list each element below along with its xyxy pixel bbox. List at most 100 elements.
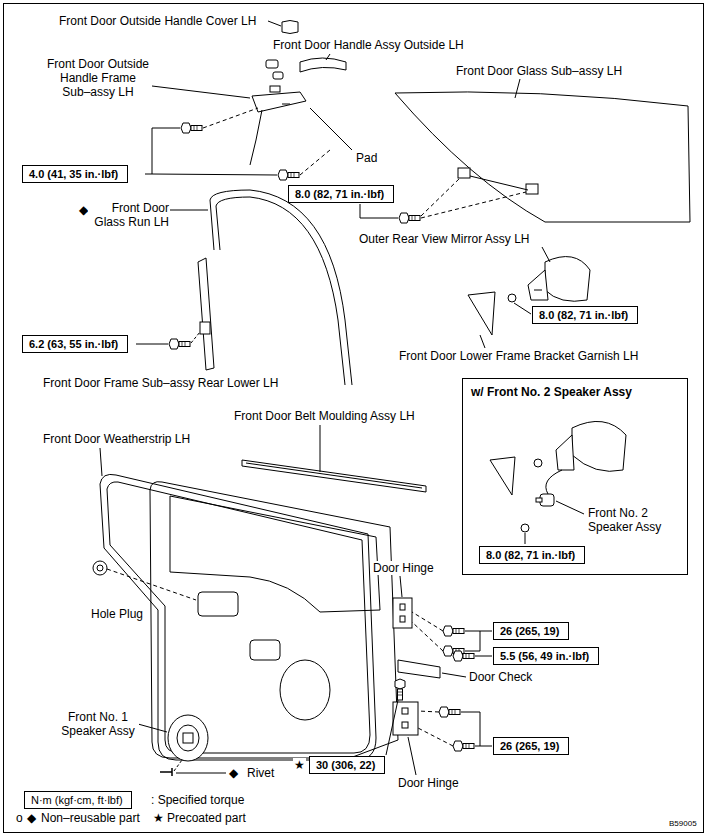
leader-line bbox=[268, 21, 281, 26]
torque-value: 30 (306, 22) bbox=[316, 758, 378, 772]
upper-hinge bbox=[400, 616, 405, 622]
unit-key: N·m (kgf·cm, ft·lbf) bbox=[31, 793, 125, 807]
hole-plug bbox=[93, 561, 107, 575]
mirror bbox=[528, 270, 548, 300]
legend-text: Precoated part bbox=[166, 811, 247, 825]
torque-spec-box: 26 (265, 19) bbox=[493, 737, 569, 755]
inset-garnish bbox=[490, 457, 515, 495]
torque-spec-box: 4.0 (41, 35 in.·lbf) bbox=[22, 165, 128, 183]
mirror bbox=[528, 257, 590, 302]
leader-line bbox=[475, 656, 492, 657]
door-glass bbox=[395, 92, 690, 222]
front-no2-speaker bbox=[546, 470, 562, 494]
outside-handle bbox=[300, 58, 346, 72]
frame-garnish bbox=[468, 292, 495, 335]
door-glass bbox=[395, 92, 690, 222]
leader-line bbox=[310, 108, 352, 150]
upper-hinge bbox=[393, 598, 412, 628]
leader-line bbox=[480, 335, 485, 348]
front-no1-speaker bbox=[183, 733, 193, 743]
leader-line bbox=[326, 54, 330, 60]
handle-frame bbox=[282, 104, 290, 105]
torque-value: 8.0 (82, 71 in.·lbf) bbox=[539, 308, 631, 322]
door-panel bbox=[198, 592, 238, 616]
belt-moulding bbox=[242, 460, 426, 492]
inset-garnish bbox=[490, 457, 515, 495]
lower-hinge bbox=[402, 708, 408, 714]
bolt bbox=[181, 123, 202, 133]
inset-mirror bbox=[556, 435, 574, 470]
nut bbox=[508, 294, 516, 302]
dashed-line bbox=[412, 612, 443, 651]
glass-run bbox=[210, 190, 352, 385]
door-panel bbox=[250, 640, 280, 660]
part-name: Outer Rear View Mirror Assy LH bbox=[358, 232, 531, 246]
torque-spec-box: 6.2 (63, 55 in.·lbf) bbox=[22, 335, 128, 353]
glass-run bbox=[216, 197, 345, 385]
dashed-line bbox=[203, 108, 330, 175]
mirror bbox=[534, 290, 542, 291]
mirror bbox=[545, 257, 590, 302]
inset-heading: w/ Front No. 2 Speaker Assy bbox=[463, 379, 640, 405]
leader-line bbox=[176, 773, 226, 774]
part-name: Door Hinge bbox=[397, 776, 460, 790]
non-reusable-mark: ◆ bbox=[26, 811, 37, 825]
bolt bbox=[169, 339, 190, 349]
frame-rear-lower bbox=[198, 258, 214, 370]
torque-spec-box: 8.0 (82, 71 in.·lbf) bbox=[479, 546, 585, 564]
front-no2-speaker bbox=[536, 498, 542, 502]
precoated-mark: ★ bbox=[293, 758, 306, 772]
dashed-line bbox=[174, 760, 182, 771]
leader-line bbox=[514, 303, 531, 314]
bolt bbox=[453, 741, 474, 751]
parts-illustration bbox=[4, 4, 704, 833]
leader-line bbox=[408, 737, 416, 775]
frame-rear-lower bbox=[198, 258, 214, 370]
handle-frame bbox=[270, 86, 280, 92]
nut bbox=[521, 524, 529, 532]
front-no1-speaker bbox=[168, 715, 208, 761]
part-name: Pad bbox=[355, 151, 378, 165]
part-name: Door Hinge bbox=[372, 561, 435, 575]
leader-line bbox=[360, 204, 398, 218]
torque-value: 8.0 (82, 71 in.·lbf) bbox=[295, 187, 387, 201]
front-no2-speaker bbox=[536, 470, 562, 506]
part-name: Front Door Lower Frame Bracket Garnish L… bbox=[398, 349, 639, 363]
torque-value: 26 (265, 19) bbox=[500, 624, 562, 638]
glass-run bbox=[210, 200, 220, 250]
leader-line bbox=[138, 724, 167, 732]
part-name: Front Door Outside Handle Frame Sub–assy… bbox=[44, 57, 152, 99]
legend-mark: o bbox=[15, 811, 24, 825]
frame-rear-lower bbox=[200, 322, 210, 334]
inset-mirror bbox=[556, 421, 626, 471]
leader-line bbox=[320, 425, 321, 472]
belt-moulding bbox=[246, 463, 422, 488]
upper-hinge bbox=[393, 598, 412, 628]
handle-frame bbox=[250, 110, 262, 165]
handle-frame bbox=[250, 86, 306, 165]
dashed-line bbox=[191, 332, 200, 343]
part-name: Hole Plug bbox=[90, 607, 144, 621]
part-name: Front Door Belt Moulding Assy LH bbox=[233, 409, 416, 423]
leader-line bbox=[386, 700, 398, 755]
dashed-line bbox=[421, 178, 526, 218]
handle-cover bbox=[282, 21, 298, 34]
handle-frame bbox=[252, 92, 306, 112]
leader-line bbox=[100, 448, 102, 476]
leader-line bbox=[170, 210, 208, 211]
bolt bbox=[439, 707, 460, 717]
nut bbox=[534, 459, 542, 467]
torque-value: 6.2 (63, 55 in.·lbf) bbox=[29, 337, 121, 351]
bolt bbox=[443, 626, 464, 636]
leader-line bbox=[400, 576, 402, 597]
leader-line bbox=[442, 673, 466, 677]
dashed-line bbox=[418, 711, 453, 746]
part-name: Rivet bbox=[246, 766, 275, 780]
part-name: Front Door Handle Assy Outside LH bbox=[272, 38, 465, 52]
lower-hinge bbox=[402, 722, 408, 728]
belt-moulding bbox=[242, 460, 426, 492]
dashed-line bbox=[107, 569, 196, 600]
bolt bbox=[399, 213, 420, 223]
torque-spec-box: 5.5 (56, 49 in.·lbf) bbox=[493, 647, 599, 665]
precoated-mark: ★ bbox=[152, 811, 165, 825]
